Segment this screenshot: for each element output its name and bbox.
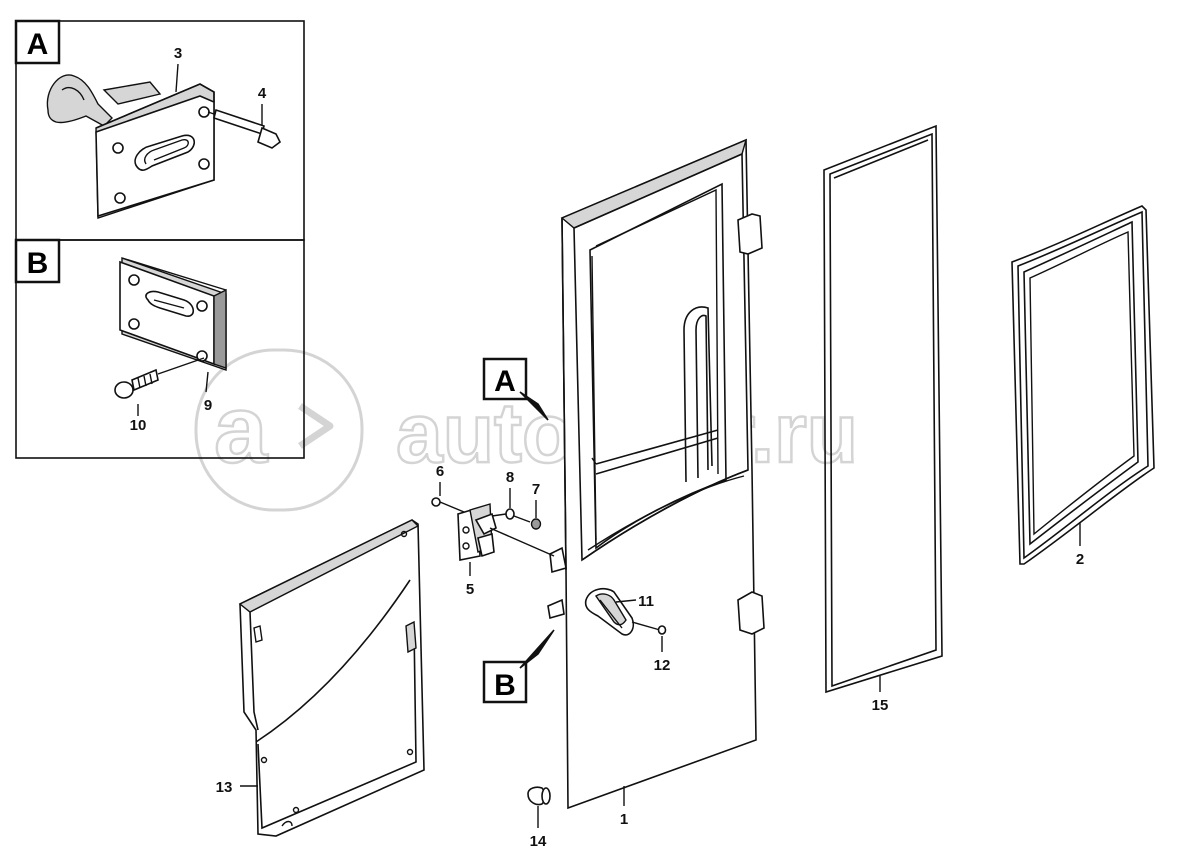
part-label-8: 8 <box>506 469 514 486</box>
bolt-4 <box>213 108 265 136</box>
seal-frame-15 <box>823 124 943 694</box>
leader-lines <box>137 63 1081 828</box>
pin-12 <box>631 621 667 635</box>
trim-panel-13 <box>238 519 425 837</box>
bumper-14 <box>527 786 551 806</box>
detail-box-a-tag <box>14 19 61 65</box>
part-label-1: 1 <box>620 811 628 828</box>
part-label-10: 10 <box>130 417 147 434</box>
part-label-13: 13 <box>216 779 233 796</box>
screw-6 <box>431 497 465 513</box>
washer-8 <box>491 508 515 520</box>
part-label-12: 12 <box>654 657 671 674</box>
window-glass-2 <box>1011 205 1155 565</box>
hinge-upper <box>737 213 763 255</box>
callout-tag-a-letter: A <box>494 365 516 398</box>
callout-tag-b-letter: B <box>494 669 516 702</box>
detail-box-a: A <box>14 19 305 241</box>
callout-tag-a: A <box>482 357 549 421</box>
part-label-15: 15 <box>872 697 889 714</box>
detail-box-b: B <box>14 238 305 459</box>
part-label-2: 2 <box>1076 551 1084 568</box>
part-label-14: 14 <box>530 833 547 850</box>
part-label-4: 4 <box>258 85 267 102</box>
part-label-3: 3 <box>174 45 182 62</box>
handle-11 <box>584 587 635 636</box>
detail-box-b-tag <box>14 238 61 284</box>
part-label-11: 11 <box>638 593 654 610</box>
part-label-5: 5 <box>466 581 474 598</box>
detail-box-b-letter: B <box>27 247 49 280</box>
part-label-6: 6 <box>436 463 444 480</box>
watermark-logo-letter: a <box>214 376 268 483</box>
nut-7 <box>513 515 542 530</box>
callout-tag-b: B <box>482 629 555 704</box>
door-panel <box>561 138 757 810</box>
detail-box-a-letter: A <box>27 28 49 61</box>
door-1 <box>547 138 765 810</box>
hinge-lower <box>737 591 765 635</box>
watermark-arrow-icon <box>298 403 334 449</box>
part-labels: 3 4 9 10 6 8 7 5 11 12 2 15 13 14 1 <box>130 45 1085 850</box>
handle-lever <box>46 74 113 127</box>
part-label-7: 7 <box>532 481 540 498</box>
part-label-9: 9 <box>204 397 212 414</box>
latch-5 <box>457 503 555 561</box>
watermark-logo-badge <box>194 348 364 512</box>
